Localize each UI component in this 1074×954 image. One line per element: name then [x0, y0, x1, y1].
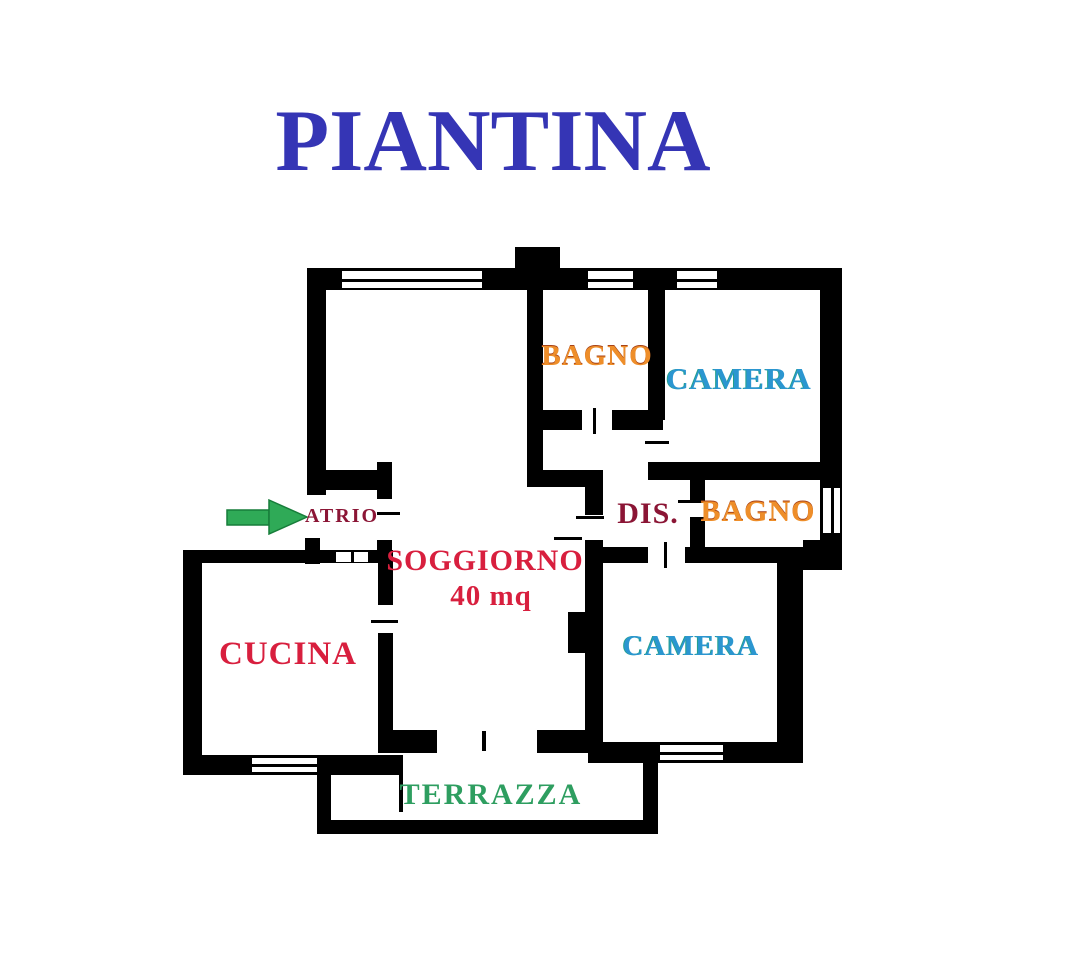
window-pane-line: [342, 278, 482, 282]
wall-chimney: [515, 247, 560, 272]
wall-cucina-right-lower: [378, 633, 393, 753]
window-pane-line: [830, 488, 834, 533]
wall-terrace-divider-line: [399, 755, 403, 812]
door-leaf-bagno-top: [593, 408, 596, 434]
wall-camera-bottom-left-stub: [568, 612, 588, 653]
wall-atrio-right-upper: [377, 462, 392, 499]
room-label-atrio: ATRIO: [304, 505, 380, 527]
wall-cucina-left: [183, 550, 202, 775]
door-leaf-camera-bottom: [664, 542, 667, 568]
room-label-dis: DIS.: [617, 497, 679, 530]
room-label-soggiorno: SOGGIORNO: [386, 544, 584, 577]
room-label-bagno-right: BAGNO: [700, 495, 816, 528]
wall-bagno-top-bottom-b: [612, 410, 663, 430]
window-top-2: [588, 271, 633, 288]
wall-soggiorno-dis-upper: [585, 487, 603, 515]
door-leaf-soggiorno-dis-b: [554, 537, 582, 540]
window-camera-bottom: [660, 745, 723, 760]
wall-hall-right: [685, 547, 822, 563]
room-label-camera-bottom: CAMERA: [622, 630, 760, 662]
window-pane-line: [588, 278, 633, 282]
wall-atrio-right-lower: [377, 540, 392, 562]
wall-corridor-stub: [527, 470, 603, 487]
door-leaf-terrace: [482, 731, 486, 751]
wall-dis-bagno-lower: [690, 517, 705, 547]
window-bagno-right: [823, 488, 840, 533]
wall-camera-bottom-left: [585, 540, 603, 742]
wall-camera-top-bottom: [648, 462, 822, 480]
room-label-bagno-top: BAGNO: [541, 340, 653, 372]
door-leaf-soggiorno-dis-a: [576, 516, 604, 519]
wall-terrace-left: [317, 775, 331, 834]
door-leaf-dis-bagno: [678, 500, 705, 503]
window-top-3: [677, 271, 717, 288]
page-title: PIANTINA: [275, 93, 711, 190]
wall-livingroom-bagno-divider: [527, 288, 543, 487]
cucina-sliding-door-symbol: [336, 552, 368, 562]
room-label-cucina: CUCINA: [219, 636, 357, 672]
entry-arrow-icon: [226, 499, 308, 535]
window-pane-line: [677, 278, 717, 282]
window-pane-line: [351, 552, 354, 562]
wall-atrio-top: [317, 470, 390, 490]
door-leaf-atrio: [377, 512, 400, 515]
door-leaf-camera-top: [645, 441, 669, 444]
wall-left-exterior: [307, 268, 326, 495]
window-top-1: [342, 271, 482, 288]
wall-terrace-right: [643, 742, 658, 834]
wall-cucina-right-upper: [378, 550, 393, 605]
wall-terrace-bottom: [317, 820, 658, 834]
wall-dis-bagno-upper: [690, 480, 705, 500]
window-pane-line: [252, 764, 317, 767]
wall-hall-left: [603, 547, 648, 563]
window-cucina: [252, 758, 317, 772]
window-pane-line: [660, 751, 723, 755]
wall-camera-bottom-right: [777, 557, 803, 763]
wall-bagno-camera-divider: [648, 288, 665, 420]
door-leaf-cucina: [371, 620, 398, 623]
room-area-soggiorno: 40 mq: [450, 580, 532, 612]
wall-soggiorno-bottom-right: [537, 730, 588, 753]
room-label-camera-top: CAMERA: [666, 361, 812, 396]
room-label-terrazza: TERRAZZA: [399, 778, 583, 811]
wall-bagno-top-bottom-a: [543, 410, 582, 430]
